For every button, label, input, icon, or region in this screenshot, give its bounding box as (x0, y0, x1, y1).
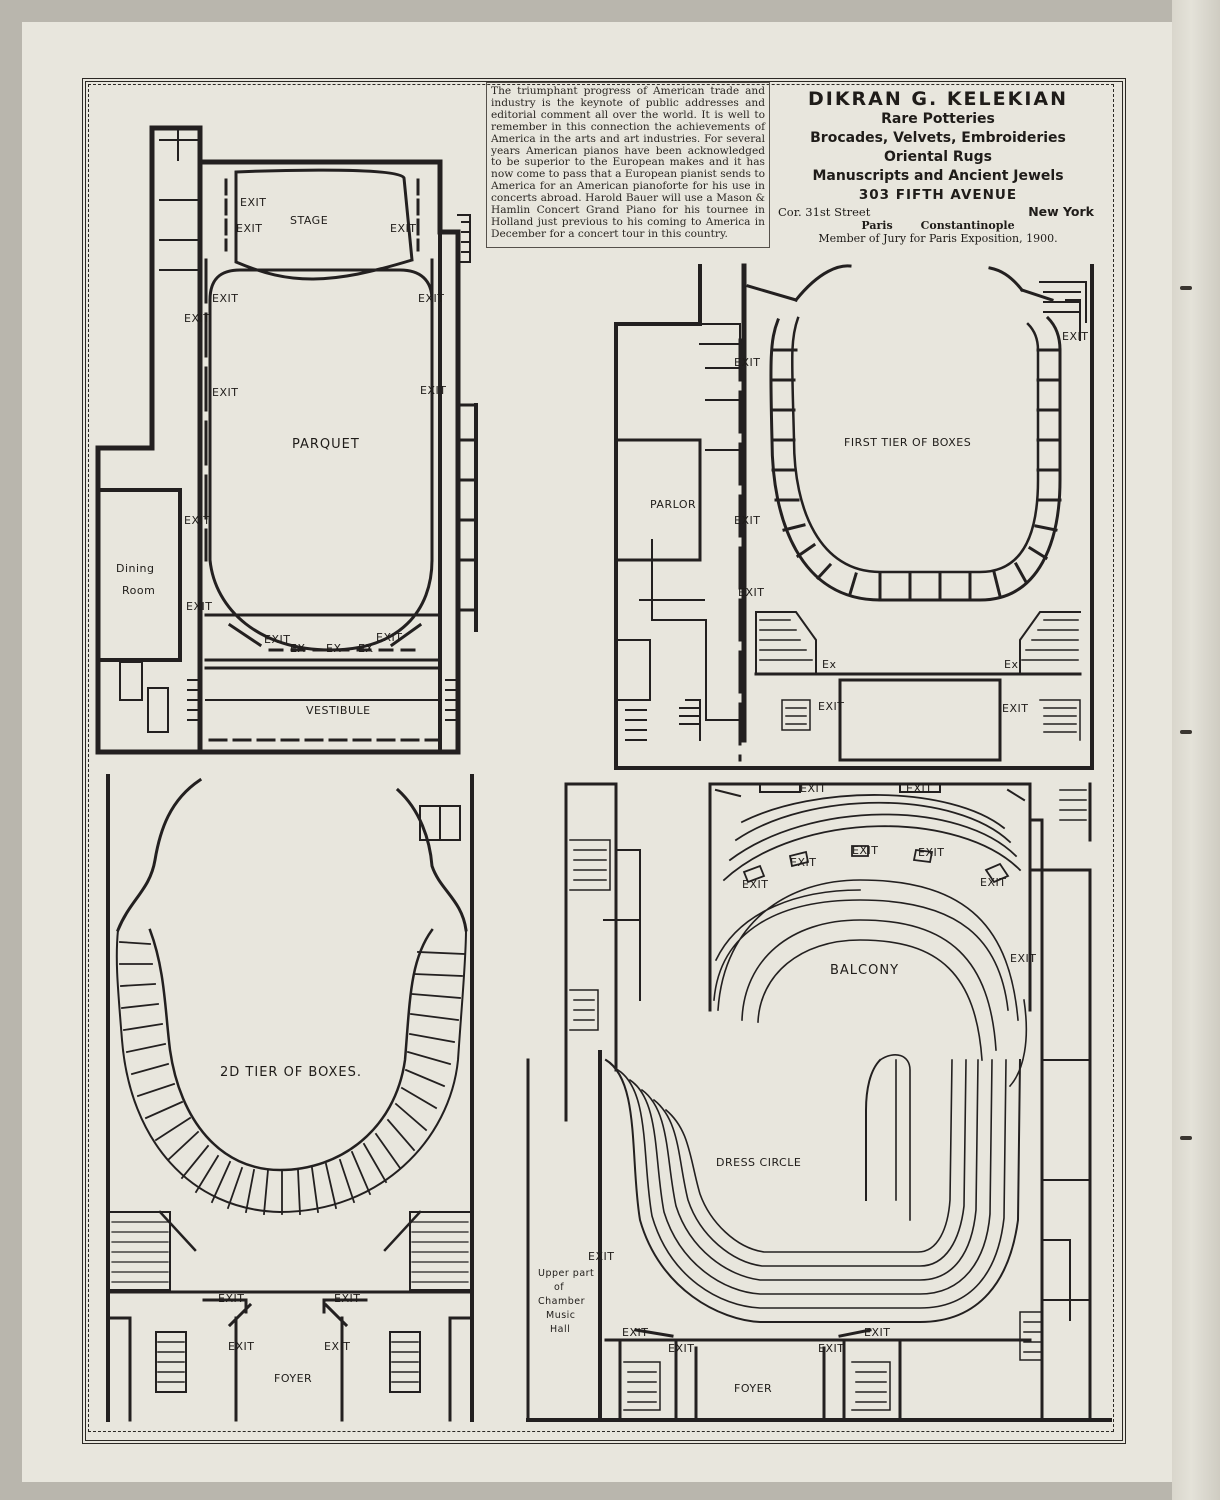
balcony-foyer-label: FOYER (734, 1382, 772, 1395)
ad-address: 303 FIFTH AVENUE (858, 187, 1018, 203)
exit-label: EXIT (376, 631, 402, 644)
exit-label: EXIT (212, 292, 238, 305)
exit-label: EXIT (800, 782, 826, 795)
exit-label: EXIT (184, 312, 210, 325)
ad-line: Brocades, Velvets, Embroideries (810, 130, 1066, 146)
kelekian-advertisement: DIKRAN G. KELEKIAN Rare Potteries Brocad… (774, 82, 1102, 248)
ex-label: EX (290, 642, 306, 655)
plan-first-tier (614, 263, 1094, 770)
binding-hole (1180, 286, 1192, 290)
exit-label: EXIT (622, 1326, 648, 1339)
chamber-hall-note: Chamber (538, 1296, 585, 1307)
ad-cross-street: Cor. 31st Street (778, 205, 871, 219)
parquet-room-label: Room (122, 584, 155, 597)
page-border (82, 78, 1126, 1444)
binding-hole (1180, 730, 1192, 734)
exit-label: EXIT (864, 1326, 890, 1339)
chamber-hall-note: Music (546, 1310, 576, 1321)
exit-label: EXIT (212, 386, 238, 399)
exit-label: EXIT (918, 846, 944, 859)
news-column: The triumphant progress of American trad… (486, 82, 770, 248)
ad-line: Manuscripts and Ancient Jewels (812, 168, 1064, 184)
plan-second-tier-labels: 2D TIER OF BOXES. FOYER EXIT EXIT EXIT E… (218, 1065, 362, 1385)
exit-label: EXIT (240, 196, 266, 209)
parquet-vestibule-label: VESTIBULE (306, 704, 371, 717)
exit-label: EXIT (1010, 952, 1036, 965)
exit-label: EXIT (818, 700, 844, 713)
ad-jury-note: Member of Jury for Paris Exposition, 190… (818, 232, 1058, 245)
exit-label: EXIT (264, 633, 290, 646)
ad-branches: Paris Constantinople (774, 219, 1102, 232)
balcony-label: BALCONY (830, 963, 899, 978)
first-tier-title: FIRST TIER OF BOXES (844, 436, 971, 449)
plan-parquet-labels: STAGE PARQUET VESTIBULE Dining Room EXIT… (116, 196, 446, 717)
chamber-hall-note: Hall (550, 1324, 570, 1335)
binding-gutter (1172, 0, 1220, 1500)
plan-first-tier-labels: FIRST TIER OF BOXES PARLOR EXIT EXIT EXI… (650, 330, 1088, 715)
exit-label: EXIT (228, 1340, 254, 1353)
ad-branch-constantinople: Constantinople (920, 219, 1015, 232)
exit-label: EXIT (420, 384, 446, 397)
exit-label: EXIT (418, 292, 444, 305)
exit-label: EXIT (324, 1340, 350, 1353)
second-tier-box-dividers (119, 941, 465, 1215)
news-paragraph: The triumphant progress of American trad… (491, 85, 765, 240)
page-border-inner (88, 84, 1114, 1432)
ad-city: New York (1028, 204, 1094, 219)
exit-label: EXIT (1002, 702, 1028, 715)
parquet-title: PARQUET (292, 437, 360, 452)
exit-label: EXIT (906, 782, 932, 795)
exit-label: EXIT (1062, 330, 1088, 343)
plan-balcony (526, 782, 1112, 1422)
ex-label: EX (326, 642, 342, 655)
exit-label: EXIT (738, 586, 764, 599)
ad-line: Rare Potteries (881, 111, 995, 127)
first-tier-parlor-label: PARLOR (650, 498, 696, 511)
dress-circle-label: DRESS CIRCLE (716, 1156, 801, 1169)
ex-label: Ex (1004, 658, 1018, 671)
exit-label: EXIT (980, 876, 1006, 889)
second-tier-foyer-label: FOYER (274, 1372, 312, 1385)
plan-balcony-labels: BALCONY DRESS CIRCLE FOYER EXIT EXIT EXI… (538, 782, 1036, 1395)
exit-label: EXIT (186, 600, 212, 613)
exit-label: EXIT (818, 1342, 844, 1355)
exit-label: EXIT (184, 514, 210, 527)
exit-label: EXIT (390, 222, 416, 235)
parquet-dining-label: Dining (116, 562, 155, 575)
plan-parquet (95, 125, 478, 755)
exit-label: EXIT (852, 844, 878, 857)
ex-label: Ex (822, 658, 836, 671)
ex-label: EX (358, 642, 374, 655)
second-tier-title: 2D TIER OF BOXES. (220, 1065, 362, 1080)
ad-branch-paris: Paris (861, 219, 893, 232)
exit-label: EXIT (790, 856, 816, 869)
exit-label: EXIT (742, 878, 768, 891)
parquet-stage-label: STAGE (290, 214, 328, 227)
ad-line: Oriental Rugs (884, 149, 992, 165)
exit-label: EXIT (734, 514, 760, 527)
chamber-hall-note: of (554, 1282, 564, 1293)
exit-label: EXIT (218, 1292, 244, 1305)
ad-city-row: Cor. 31st Street New York (774, 204, 1102, 220)
chamber-hall-note: Upper part (538, 1268, 594, 1279)
exit-label: EXIT (734, 356, 760, 369)
plan-second-tier (106, 774, 474, 1422)
ad-name: DIKRAN G. KELEKIAN (807, 88, 1069, 110)
binding-hole (1180, 1136, 1192, 1140)
exit-label: EXIT (668, 1342, 694, 1355)
exit-label: EXIT (236, 222, 262, 235)
exit-label: EXIT (588, 1250, 614, 1263)
exit-label: EXIT (334, 1292, 360, 1305)
